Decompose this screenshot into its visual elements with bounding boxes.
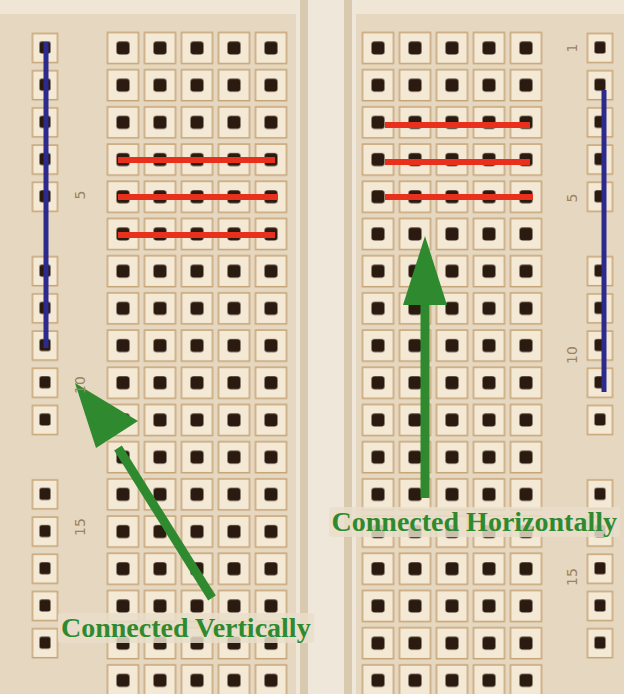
row-number: 1 — [565, 44, 579, 53]
callout-label: Connected Horizontally — [329, 507, 620, 538]
row-number: 5 — [73, 191, 87, 200]
row-number: 10 — [565, 346, 579, 364]
row-number: 15 — [73, 518, 87, 536]
callout-label: Connected Vertically — [58, 613, 314, 644]
row-number: 10 — [73, 376, 87, 394]
row-number: 15 — [565, 568, 579, 586]
row-number: 5 — [565, 194, 579, 203]
